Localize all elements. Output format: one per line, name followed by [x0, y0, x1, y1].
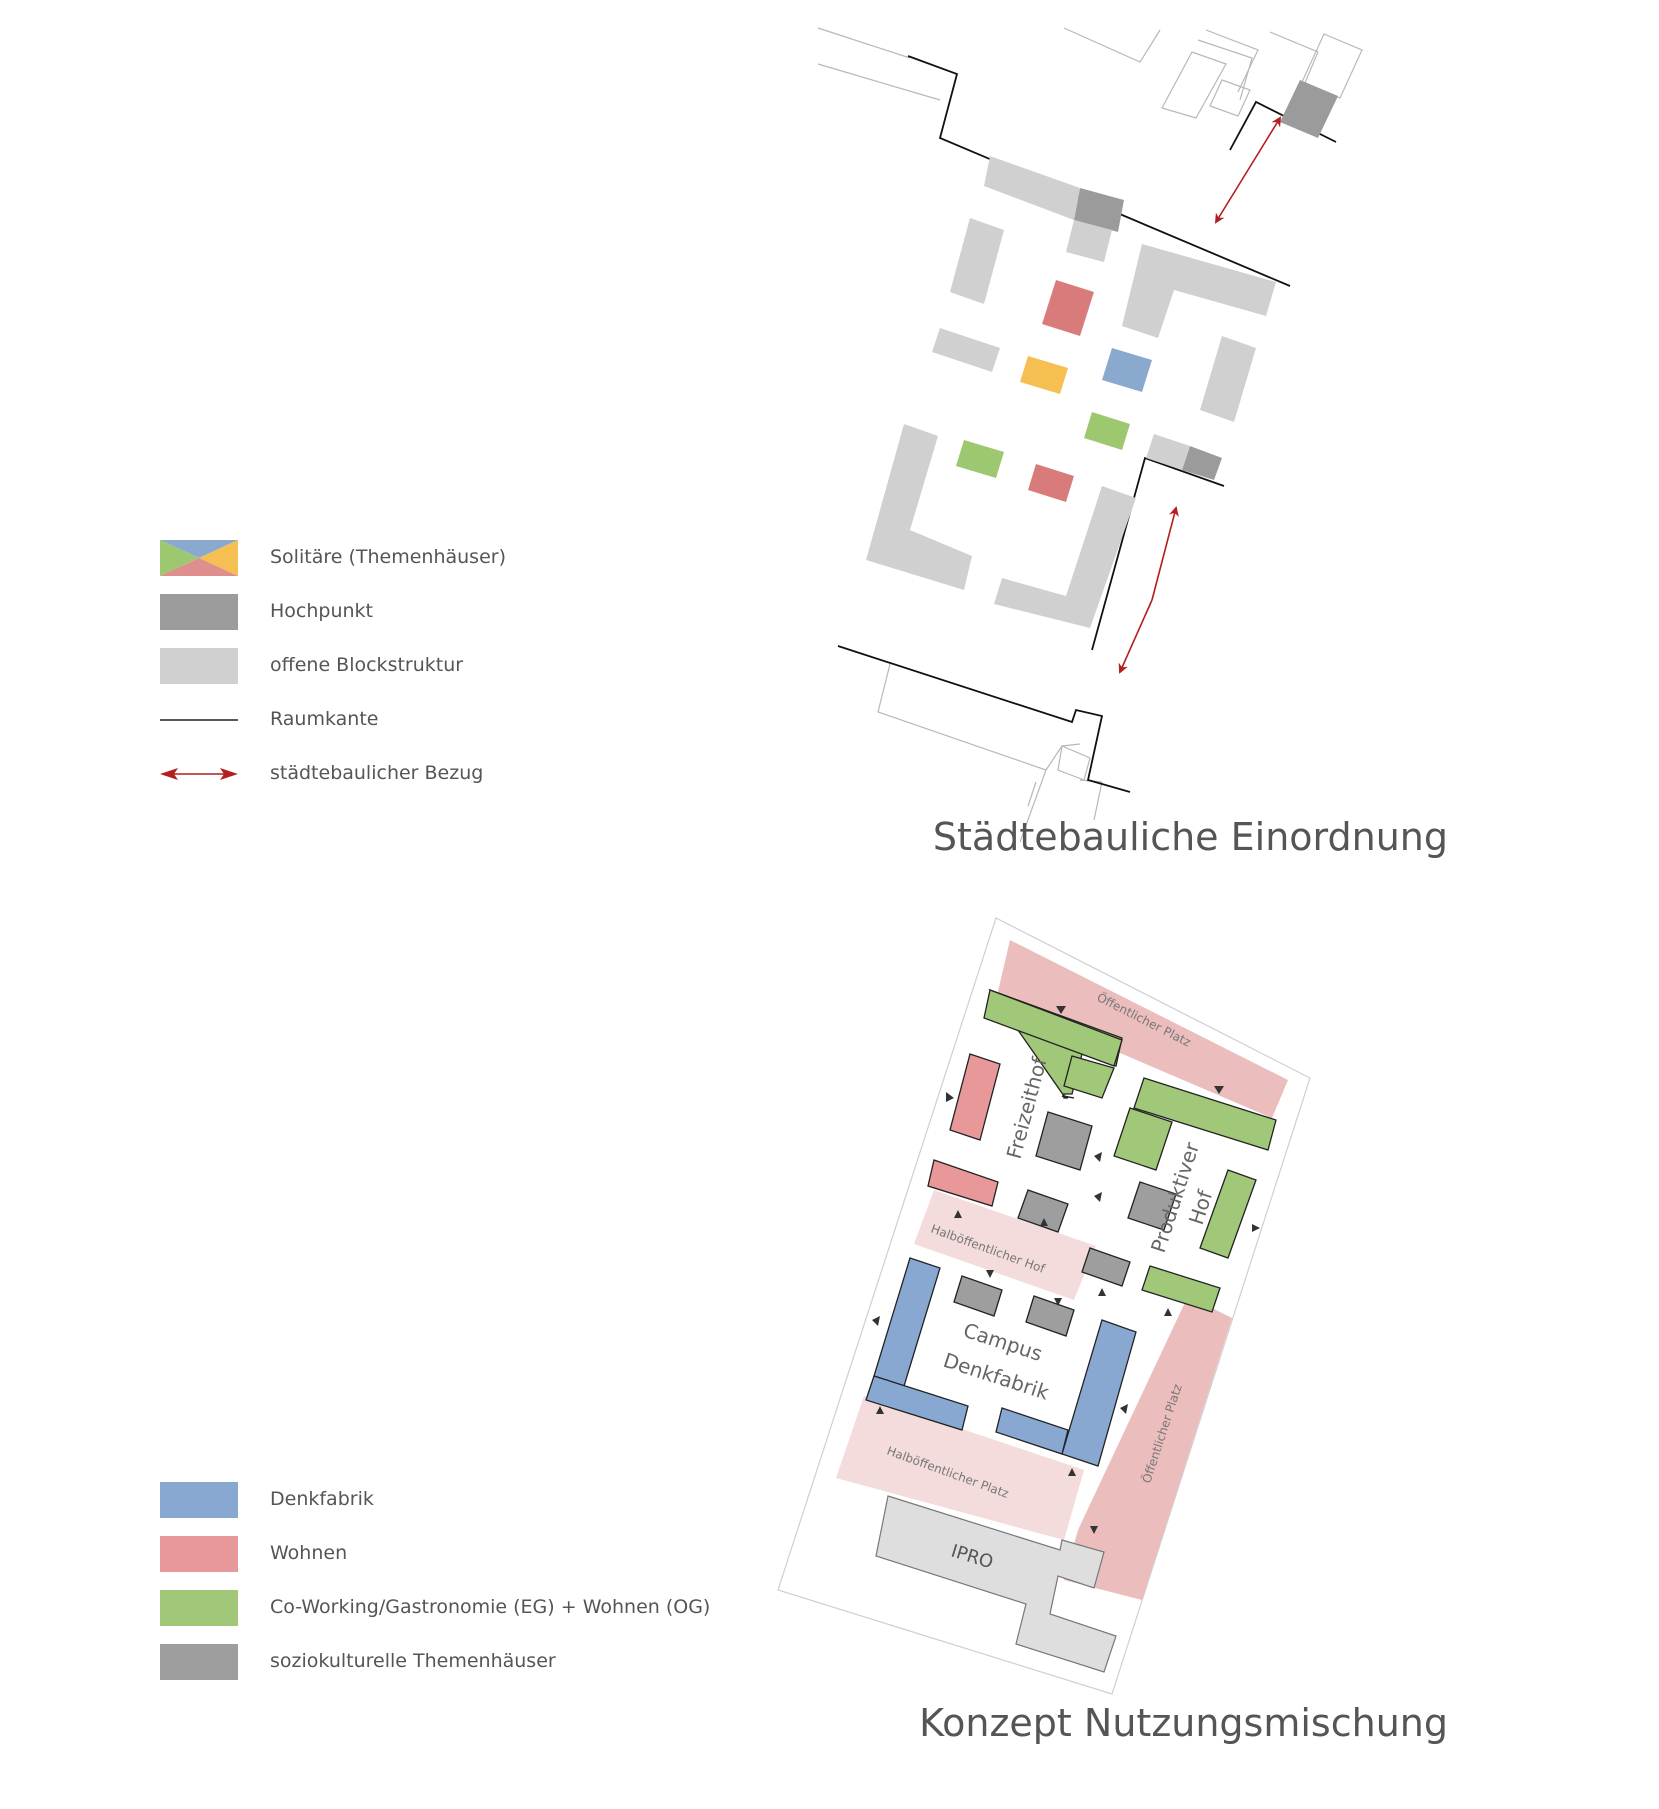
coworking-swatch — [160, 1590, 238, 1626]
urban-context-map — [817, 27, 1363, 843]
legend-label: offene Blockstruktur — [270, 654, 464, 676]
usage-concept-plan: Öffentlicher Platz Freizeithof Produktiv… — [777, 917, 1311, 1695]
legend-item-denkfabrik: Denkfabrik — [160, 1482, 860, 1522]
hochpunkt-blocks — [1074, 80, 1338, 480]
legend-item-solitaere: Solitäre (Themenhäuser) — [160, 540, 860, 580]
blockstruktur-swatch — [160, 648, 238, 684]
legend-label: Wohnen — [270, 1542, 348, 1564]
solitaer-blue — [1102, 348, 1152, 392]
solitaer-red-1 — [1042, 280, 1094, 336]
oeffentlicher-platz-right-zone — [1064, 1296, 1232, 1600]
wohnen-swatch — [160, 1536, 238, 1572]
solitaer-red-2 — [1028, 464, 1074, 502]
solitaer-yellow — [1020, 356, 1068, 394]
legend-item-themenhaeuser: soziokulturelle Themenhäuser — [160, 1644, 860, 1684]
denkfabrik-buildings — [865, 1257, 1137, 1467]
solitaere — [956, 280, 1152, 502]
legend-item-raumkante: Raumkante — [160, 702, 860, 742]
legend-item-bezug: städtebaulicher Bezug — [160, 756, 860, 796]
legend-label: Denkfabrik — [270, 1488, 374, 1510]
entrance-markers — [872, 1006, 1260, 1534]
ipro-building — [875, 1495, 1117, 1673]
title-bottom: Konzept Nutzungsmischung — [919, 1701, 1448, 1745]
halboeffentlicher-hof-zone — [914, 1190, 1096, 1300]
title-top: Städtebauliche Einordnung — [933, 815, 1448, 859]
double-arrow-icon — [160, 768, 238, 780]
legend-label: Raumkante — [270, 708, 379, 730]
solitaer-green-2 — [956, 440, 1004, 478]
block-structure — [866, 156, 1276, 628]
halboeffentlicher-platz-zone — [836, 1396, 1084, 1540]
themenhaeuser-swatch — [160, 1644, 238, 1680]
legend-item-hochpunkt: Hochpunkt — [160, 594, 860, 634]
legend-item-coworking: Co-Working/Gastronomie (EG) + Wohnen (OG… — [160, 1590, 860, 1630]
legend-item-blockstruktur: offene Blockstruktur — [160, 648, 860, 688]
themenhaeuser-buildings — [953, 1111, 1177, 1337]
solitaer-green-1 — [1084, 412, 1130, 450]
raumkante-lines — [837, 55, 1337, 793]
legend-label: Co-Working/Gastronomie (EG) + Wohnen (OG… — [270, 1596, 711, 1618]
legend-label: soziokulturelle Themenhäuser — [270, 1650, 556, 1672]
coworking-buildings — [983, 988, 1277, 1313]
legend-label: Solitäre (Themenhäuser) — [270, 546, 506, 568]
legend-item-wohnen: Wohnen — [160, 1536, 860, 1576]
legend-label: städtebaulicher Bezug — [270, 762, 484, 784]
bezug-arrows — [1118, 116, 1282, 674]
quad-color-swatch-icon — [160, 540, 238, 576]
oeffentlicher-platz-top-zone — [996, 940, 1288, 1118]
denkfabrik-swatch — [160, 1482, 238, 1518]
raumkante-line-icon — [160, 719, 238, 721]
site-boundary — [777, 917, 1311, 1695]
legend-label: Hochpunkt — [270, 600, 373, 622]
wohnen-buildings — [927, 1053, 1001, 1207]
hochpunkt-swatch — [160, 594, 238, 630]
